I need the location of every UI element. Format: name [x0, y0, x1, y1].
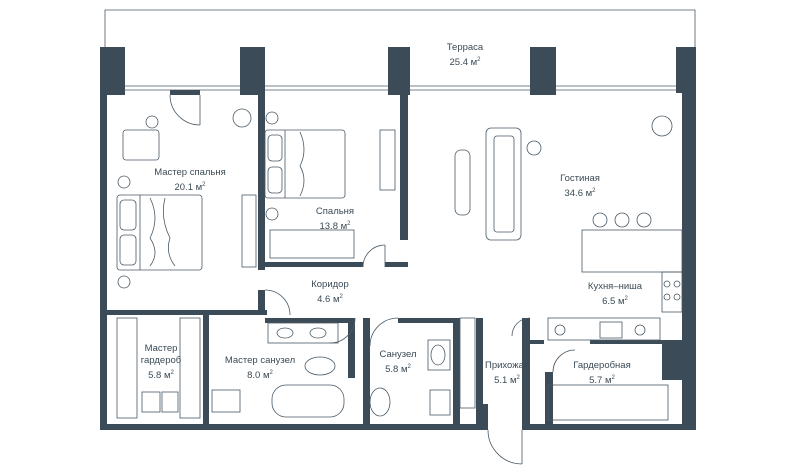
room-label-master-bedroom: Мастер спальня 20.1 м2: [135, 167, 245, 194]
room-name: Мастер санузел: [224, 355, 296, 366]
room-area: 5.8 м2: [148, 370, 174, 381]
room-name: Терраса: [446, 42, 484, 53]
room-label-wardrobe: Гардеробная 5.7 м2: [562, 360, 642, 387]
room-name: Спальня: [315, 206, 355, 217]
room-label-bedroom: Спальня 13.8 м2: [295, 206, 375, 233]
room-name: Гардеробная: [573, 360, 631, 371]
room-area: 4.6 м2: [317, 294, 343, 305]
room-name: Мастер гардероб: [140, 343, 182, 366]
room-name: Кухня–ниша: [587, 281, 643, 292]
room-area: 8.0 м2: [247, 370, 273, 381]
walls: [100, 47, 696, 430]
room-area: 34.6 м2: [564, 188, 596, 199]
room-area: 5.1 м2: [494, 375, 520, 386]
windows: [125, 85, 676, 91]
room-area: 5.8 м2: [385, 364, 411, 375]
room-area: 25.4 м2: [449, 57, 481, 68]
room-label-hall: Прихожая 5.1 м2: [477, 360, 537, 387]
room-label-kitchen: Кухня–ниша 6.5 м2: [575, 281, 655, 308]
furniture: [116, 108, 683, 421]
room-area: 5.7 м2: [589, 375, 615, 386]
room-label-living: Гостиная 34.6 м2: [540, 173, 620, 200]
room-label-corridor: Коридор 4.6 м2: [290, 279, 370, 306]
room-label-terrace: Терраса 25.4 м2: [425, 42, 505, 69]
room-label-master-bath: Мастер санузел 8.0 м2: [210, 355, 310, 382]
room-name: Коридор: [311, 279, 349, 290]
room-label-master-wardrobe: Мастер гардероб 5.8 м2: [136, 343, 186, 382]
room-area: 13.8 м2: [319, 221, 351, 232]
doors: [169, 94, 576, 465]
room-area: 20.1 м2: [174, 182, 206, 193]
room-name: Гостиная: [560, 173, 600, 184]
room-area: 6.5 м2: [602, 296, 628, 307]
room-name: Прихожая: [484, 360, 530, 371]
room-label-bath: Санузел 5.8 м2: [368, 349, 428, 376]
terrace-outline: [104, 9, 696, 47]
room-name: Мастер спальня: [154, 167, 226, 178]
room-name: Санузел: [379, 349, 417, 360]
